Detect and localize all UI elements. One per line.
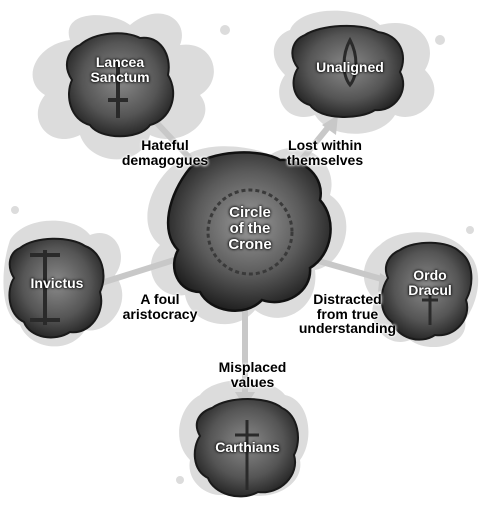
node-label-carthians: Carthians bbox=[200, 440, 295, 455]
edge-label-invictus: A foul aristocracy bbox=[110, 292, 210, 321]
edge-label-unaligned: Lost within themselves bbox=[270, 138, 380, 167]
node-label-lancea-sanctum: Lancea Sanctum bbox=[75, 55, 165, 84]
node-label-unaligned: Unaligned bbox=[300, 60, 400, 75]
edge-label-carthians: Misplaced values bbox=[200, 360, 305, 389]
edge-label-lancea-sanctum: Hateful demagogues bbox=[110, 138, 220, 167]
node-label-invictus: Invictus bbox=[12, 276, 102, 291]
center-label-circle-of-the-crone: Circle of the Crone bbox=[200, 205, 300, 252]
edge-label-ordo-dracul: Distracted from true understanding bbox=[290, 292, 405, 336]
